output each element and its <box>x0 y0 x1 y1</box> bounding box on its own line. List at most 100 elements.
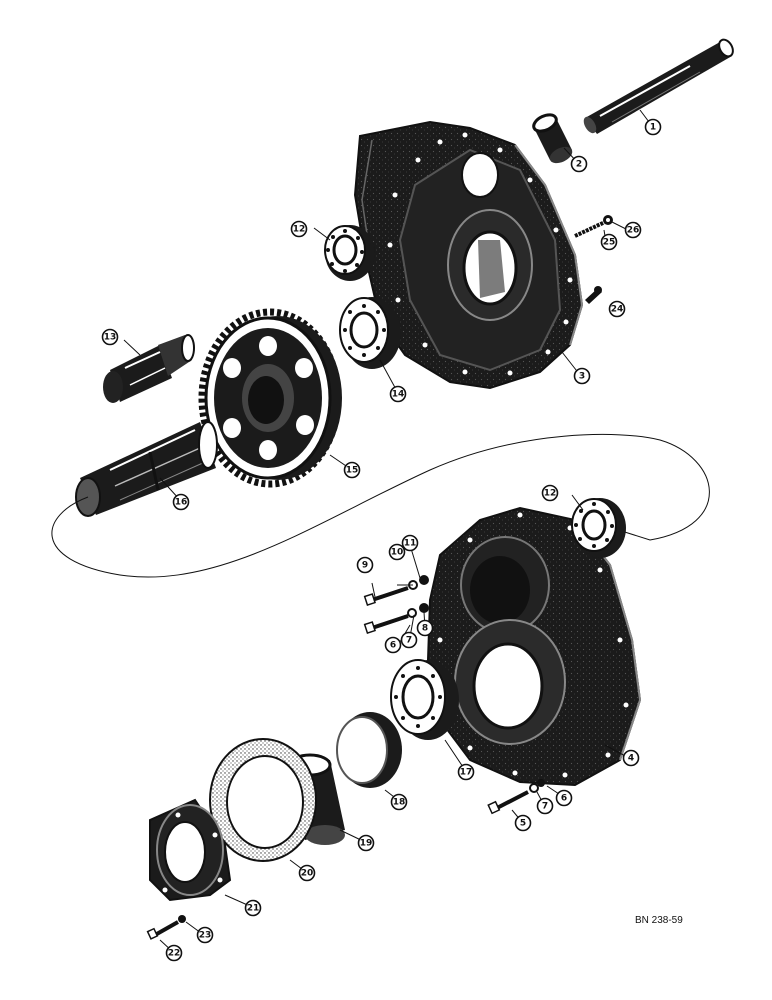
callout-14: 14 <box>389 385 407 403</box>
callout-circle <box>401 534 419 552</box>
callout-9: 9 <box>356 556 374 574</box>
callout-12: 12 <box>290 220 308 238</box>
callout-15: 15 <box>343 461 361 479</box>
callout-5: 5 <box>514 814 532 832</box>
callout-circle <box>600 233 618 251</box>
rear-housing <box>426 506 642 787</box>
leader-lines <box>123 109 653 953</box>
stud-25 <box>574 220 606 238</box>
callout-2: 2 <box>570 155 588 173</box>
callout-circle <box>343 461 361 479</box>
callout-7: 7 <box>536 797 554 815</box>
callout-12: 12 <box>541 484 559 502</box>
callout-circle <box>101 328 119 346</box>
callout-circle <box>624 221 642 239</box>
bearing-lower <box>571 498 626 558</box>
nuts-8-11 <box>419 575 429 613</box>
callout-label: 15 <box>346 466 359 476</box>
callout-circle <box>536 797 554 815</box>
callout-label: 4 <box>628 754 634 764</box>
callout-25: 25 <box>600 233 618 251</box>
washers-7-10 <box>407 580 418 618</box>
callout-24: 24 <box>608 300 626 318</box>
callout-label: 13 <box>104 333 117 343</box>
callout-6: 6 <box>384 636 402 654</box>
bearing-17 <box>390 659 459 740</box>
callout-label: 26 <box>627 226 640 236</box>
callout-label: 24 <box>611 305 624 315</box>
callout-circle <box>457 763 475 781</box>
callout-label: 2 <box>576 160 582 170</box>
bearing-retainer <box>149 798 232 902</box>
callout-8: 8 <box>416 619 434 637</box>
callout-label: 17 <box>460 768 473 778</box>
callout-circle <box>290 220 308 238</box>
callout-label: 7 <box>406 636 412 646</box>
callout-22: 22 <box>165 944 183 962</box>
callout-16: 16 <box>172 493 190 511</box>
front-housing <box>353 120 584 390</box>
bolt-9 <box>363 586 409 634</box>
callout-6: 6 <box>555 789 573 807</box>
callout-label: 7 <box>542 802 548 812</box>
callout-label: 1 <box>650 123 656 133</box>
callout-label: 3 <box>579 372 585 382</box>
callout-label: 12 <box>293 225 306 235</box>
callout-label: 6 <box>561 794 567 804</box>
callout-label: 10 <box>391 548 404 558</box>
callout-circle <box>196 926 214 944</box>
bearing-cup <box>336 712 402 788</box>
callout-circle <box>298 864 316 882</box>
callout-circle <box>390 793 408 811</box>
assembly-guide-line <box>51 433 710 578</box>
callout-label: 5 <box>520 819 526 829</box>
callout-26: 26 <box>624 221 642 239</box>
callout-label: 14 <box>392 390 405 400</box>
callout-circle <box>555 789 573 807</box>
callout-17: 17 <box>457 763 475 781</box>
callout-13: 13 <box>101 328 119 346</box>
callout-label: 6 <box>390 641 396 651</box>
bushing <box>532 113 573 164</box>
callout-label: 22 <box>168 949 181 959</box>
callout-label: 16 <box>175 498 188 508</box>
callout-23: 23 <box>196 926 214 944</box>
callout-label: 25 <box>603 238 616 248</box>
callout-4: 4 <box>622 749 640 767</box>
callout-circle <box>244 899 262 917</box>
splined-shaft <box>583 38 734 134</box>
nut-26 <box>603 215 613 225</box>
callout-label: 8 <box>422 624 428 634</box>
output-shaft <box>75 421 218 517</box>
callout-21: 21 <box>244 899 262 917</box>
callout-circle <box>172 493 190 511</box>
spur-gear <box>198 308 342 488</box>
callout-circle <box>400 631 418 649</box>
bearing-14 <box>339 297 401 369</box>
callout-1: 1 <box>644 118 662 136</box>
callout-circle <box>514 814 532 832</box>
callout-circle <box>573 367 591 385</box>
callout-label: 19 <box>360 839 373 849</box>
callout-19: 19 <box>357 834 375 852</box>
callout-3: 3 <box>573 367 591 385</box>
callout-circle <box>165 944 183 962</box>
callouts: 1231213141516242526124171819202122235769… <box>101 118 662 962</box>
callout-label: 20 <box>301 869 314 879</box>
callout-20: 20 <box>298 864 316 882</box>
callout-circle <box>384 636 402 654</box>
callout-label: 11 <box>404 539 417 549</box>
gasket <box>209 738 317 862</box>
callout-label: 9 <box>362 561 368 571</box>
pinion-shaft <box>103 334 195 403</box>
figure-reference-code: BN 238-59 <box>635 915 683 926</box>
callout-circle <box>570 155 588 173</box>
callout-label: 18 <box>393 798 406 808</box>
bolt-22 <box>146 915 186 940</box>
bearing-upper <box>324 225 375 281</box>
callout-circle <box>389 385 407 403</box>
callout-circle <box>357 834 375 852</box>
callout-circle <box>541 484 559 502</box>
callout-7: 7 <box>400 631 418 649</box>
